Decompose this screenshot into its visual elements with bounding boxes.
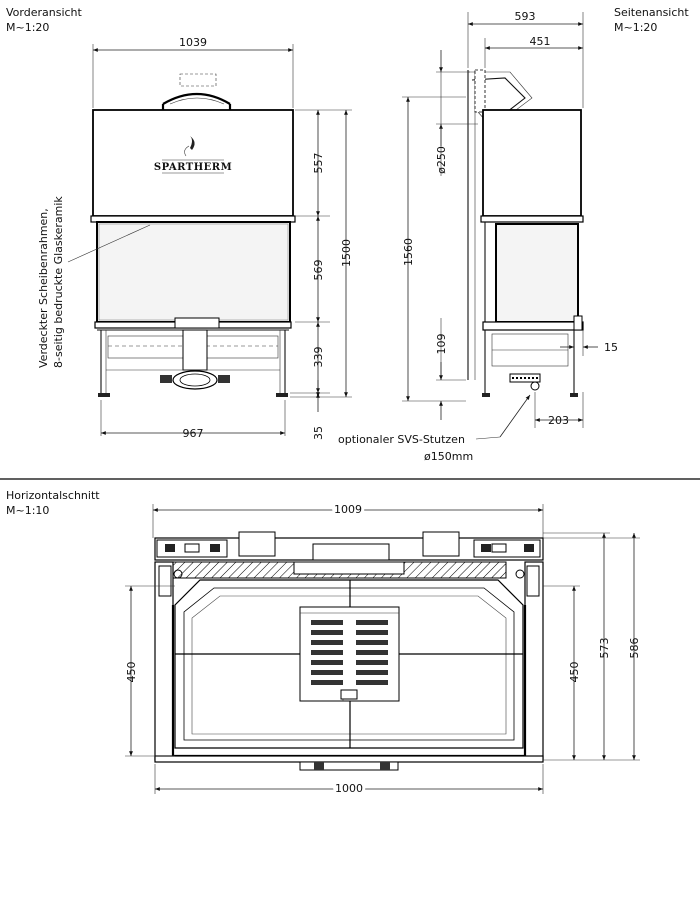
dim-section-depth-right: 450 bbox=[568, 662, 581, 683]
section-view-scale: M~1:10 bbox=[6, 504, 49, 517]
annotation-svs-1: optionaler SVS-Stutzen bbox=[338, 433, 465, 446]
dim-front-glass: 569 bbox=[312, 260, 325, 281]
dim-section-depth-573: 573 bbox=[598, 638, 611, 659]
annotation-glass-frame-1: Verdeckter Scheibenrahmen, bbox=[37, 208, 50, 368]
side-glass bbox=[495, 223, 579, 323]
fire-grate bbox=[299, 606, 400, 702]
dim-section-width-bottom: 1000 bbox=[335, 782, 363, 795]
dim-side-ledge: 15 bbox=[604, 341, 618, 354]
side-view-scale: M~1:20 bbox=[614, 21, 657, 34]
dim-section-width-top: 1009 bbox=[334, 503, 362, 516]
dim-front-lower: 339 bbox=[312, 347, 325, 368]
front-view: SPARTHERM bbox=[37, 36, 353, 440]
flue-connector bbox=[161, 73, 232, 110]
dim-front-upper: 557 bbox=[312, 153, 325, 174]
spartherm-logo: SPARTHERM bbox=[154, 136, 232, 174]
dim-front-width: 1039 bbox=[179, 36, 207, 49]
side-view: 593 451 ø250 1560 109 15 203 optionaler … bbox=[338, 10, 618, 463]
front-glass bbox=[96, 221, 291, 323]
dim-side-flue-diameter: ø250 bbox=[435, 146, 448, 174]
dim-side-total-height: 1560 bbox=[402, 238, 415, 266]
dim-front-foot: 35 bbox=[312, 426, 325, 440]
dim-front-base-width: 967 bbox=[183, 427, 204, 440]
dim-section-depth-586: 586 bbox=[628, 638, 641, 659]
front-base bbox=[97, 329, 289, 397]
annotation-svs-2: ø150mm bbox=[424, 450, 473, 463]
section-view: 1009 bbox=[125, 500, 641, 798]
front-view-scale: M~1:20 bbox=[6, 21, 49, 34]
section-view-title: Horizontalschnitt bbox=[6, 489, 100, 502]
dim-side-depth-total: 593 bbox=[515, 10, 536, 23]
dim-front-total: 1500 bbox=[340, 239, 353, 267]
side-upper-casing bbox=[482, 109, 582, 217]
dim-section-depth-left: 450 bbox=[125, 662, 138, 683]
side-view-title: Seitenansicht bbox=[614, 6, 689, 19]
dim-side-svs-offset: 203 bbox=[548, 414, 569, 427]
brand-name: SPARTHERM bbox=[154, 162, 232, 173]
annotation-glass-frame-2: 8-seitig bedruckte Glaskeramik bbox=[52, 196, 65, 368]
front-view-title: Vorderansicht bbox=[6, 6, 83, 19]
dim-side-lower: 109 bbox=[435, 334, 448, 355]
upper-casing bbox=[92, 109, 294, 217]
dim-side-depth-flue: 451 bbox=[530, 35, 551, 48]
